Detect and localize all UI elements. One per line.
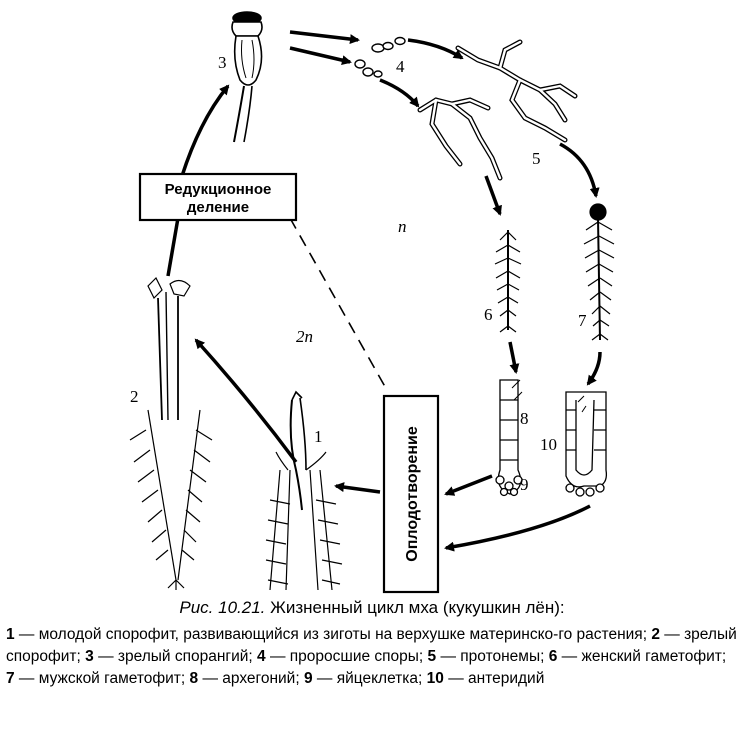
legend-number: 4 xyxy=(257,648,266,665)
stage-number-10: 10 xyxy=(540,435,557,454)
ploidy-divider-line xyxy=(289,217,389,393)
legend-number: 8 xyxy=(189,670,199,687)
figure-label: Рис. 10.21. xyxy=(179,598,266,617)
arrow-antheridium-to-fertilization xyxy=(444,504,591,552)
legend-text: — зрелый спорофит; xyxy=(6,626,737,665)
arrow-mature-sporophyte-to-reduction xyxy=(166,217,180,277)
stage-number-3: 3 xyxy=(218,53,227,72)
moss-life-cycle-diagram: Редукционное деление Оплодотворение n 2n… xyxy=(129,11,615,594)
germinating-spores-illustration xyxy=(354,36,406,78)
reduction-label-line1: Редукционное xyxy=(165,181,272,198)
stage-number-8: 8 xyxy=(520,409,529,428)
stage-number-9: 9 xyxy=(520,475,529,494)
arrow-protonema-to-male xyxy=(559,142,600,198)
haploid-label: n xyxy=(398,217,407,236)
male-gametophyte-illustration xyxy=(583,203,615,341)
legend-text: — протонемы; xyxy=(436,648,549,665)
stage-number-4: 4 xyxy=(396,57,405,76)
figure-title: Жизненный цикл мха (кукушкин лён): xyxy=(265,598,565,617)
legend-number: 9 xyxy=(303,670,313,687)
arrow-spores-to-protonema-upper xyxy=(407,38,464,60)
stage-number-2: 2 xyxy=(130,387,139,406)
stage-number-5: 5 xyxy=(532,149,541,168)
legend-text: — молодой спорофит, развивающийся из зиг… xyxy=(14,626,652,643)
arrow-sporangium-to-spores-lower xyxy=(289,46,352,66)
legend-text: — женский гаметофит; xyxy=(557,648,727,665)
caption-title: Рис. 10.21. Жизненный цикл мха (кукушкин… xyxy=(0,598,744,618)
mature-sporophyte-illustration xyxy=(129,276,213,590)
legend-text: — архегоний; xyxy=(198,670,304,687)
arrow-male-to-antheridium xyxy=(586,351,602,386)
legend-number: 10 xyxy=(426,670,444,687)
protonema-illustration xyxy=(417,39,578,181)
reduction-division-box: Редукционное деление xyxy=(138,172,298,222)
sporangium-illustration xyxy=(231,11,263,143)
fertilization-box: Оплодотворение xyxy=(382,394,440,594)
fertilization-label: Оплодотворение xyxy=(404,426,421,562)
arrow-female-to-archegonium xyxy=(508,341,520,374)
legend-number: 3 xyxy=(85,648,94,665)
legend-number: 2 xyxy=(651,626,660,643)
legend-number: 6 xyxy=(548,648,558,665)
legend-text: — зрелый спорангий; xyxy=(93,648,258,665)
stage-number-6: 6 xyxy=(484,305,493,324)
diploid-label: 2n xyxy=(296,327,313,346)
figure-caption: Рис. 10.21. Жизненный цикл мха (кукушкин… xyxy=(0,598,744,690)
legend-text: — антеридий xyxy=(443,670,545,687)
female-gametophyte-illustration xyxy=(494,230,522,333)
legend-text: — проросшие споры; xyxy=(265,648,428,665)
young-sporophyte-illustration xyxy=(265,390,343,591)
caption-legend: 1 — молодой спорофит, развивающийся из з… xyxy=(6,624,738,690)
arrow-young-to-mature-sporophyte xyxy=(194,338,298,464)
stage-number-1: 1 xyxy=(314,427,323,446)
stage-number-7: 7 xyxy=(578,311,587,330)
arrow-fertilization-to-young-sporophyte xyxy=(334,482,381,494)
cycle-arrows xyxy=(166,30,602,552)
legend-text: — яйцеклетка; xyxy=(312,670,427,687)
legend-number: 7 xyxy=(6,670,15,687)
arrow-archegonium-to-fertilization xyxy=(444,474,493,496)
arrow-reduction-to-sporangium xyxy=(180,84,230,177)
arrow-sporangium-to-spores-upper xyxy=(289,30,360,45)
legend-number: 1 xyxy=(6,626,15,643)
antheridium-illustration xyxy=(565,391,608,497)
reduction-label-line2: деление xyxy=(187,199,249,216)
archegonium-illustration xyxy=(495,379,523,497)
arrow-protonema-to-female xyxy=(484,175,502,216)
legend-text: — мужской гаметофит; xyxy=(14,670,190,687)
legend-number: 5 xyxy=(427,648,437,665)
arrow-spores-to-protonema-lower xyxy=(379,78,420,108)
protonema-inner xyxy=(418,40,577,180)
